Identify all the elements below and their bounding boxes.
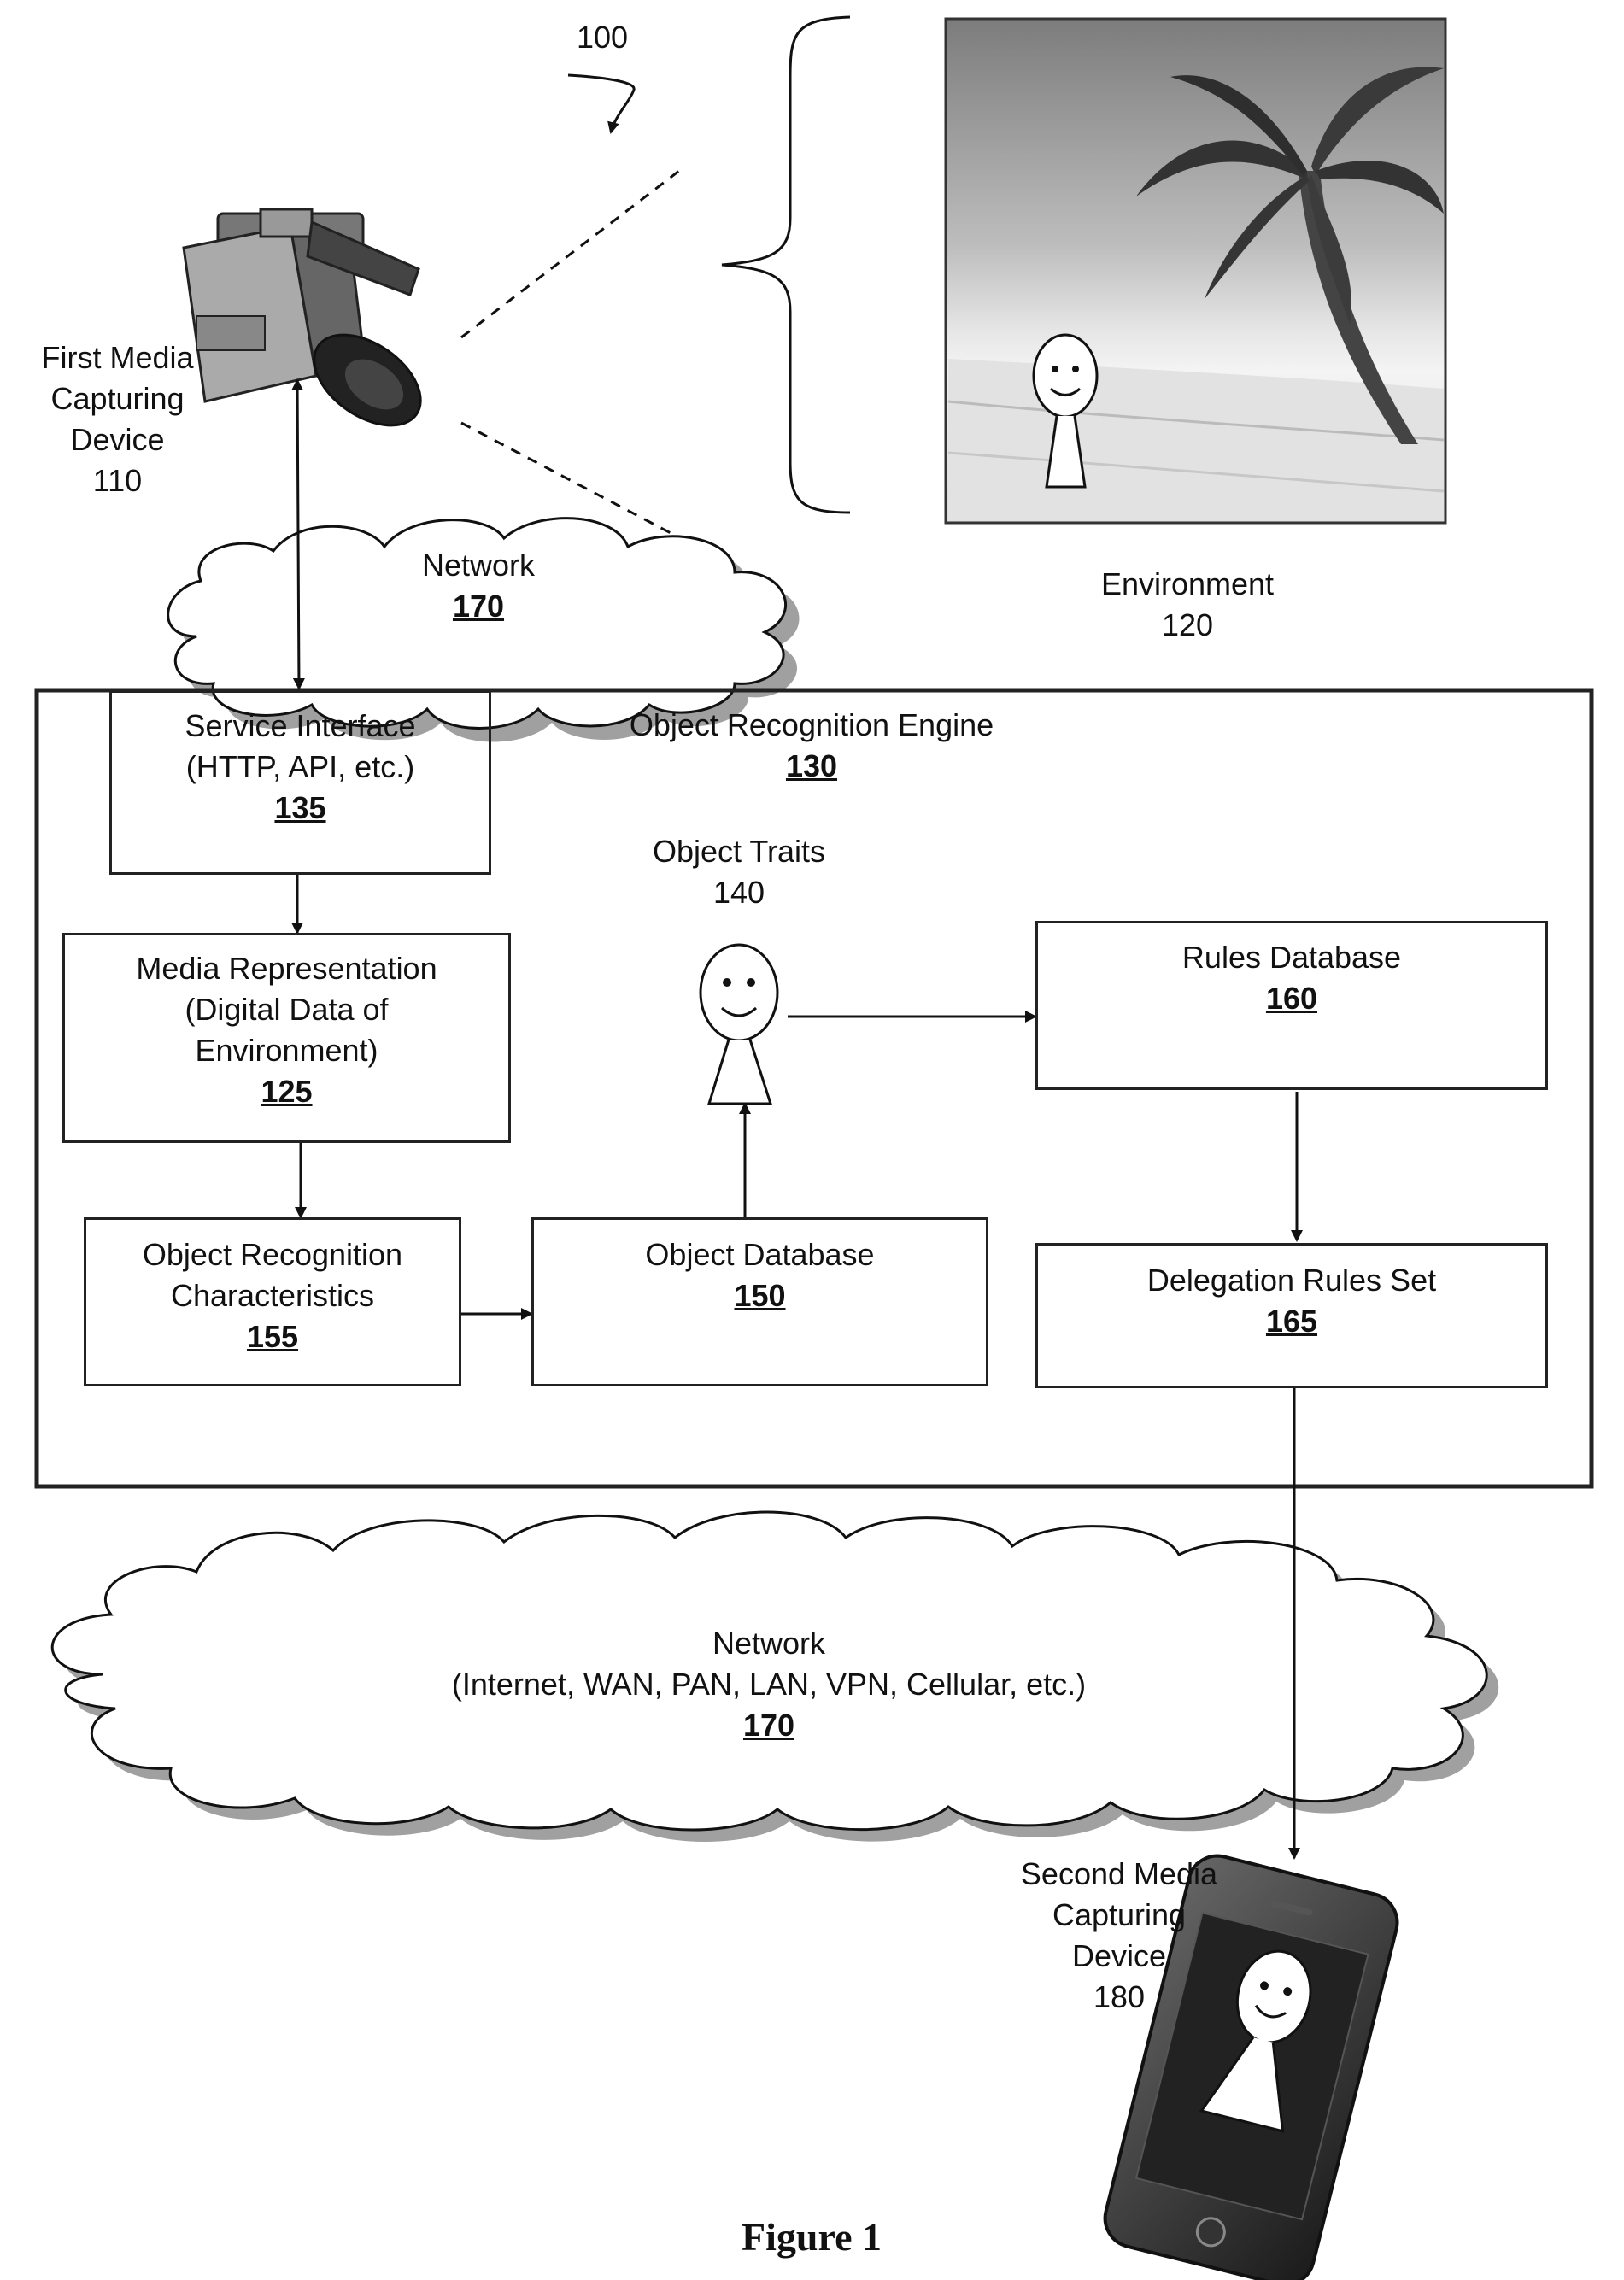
object-traits-title: Object Traits (598, 831, 880, 872)
media-representation-line2: (Digital Data of (62, 989, 511, 1030)
characteristics-line2: Characteristics (84, 1275, 461, 1316)
service-interface-label: Service Interface (HTTP, API, etc.) 135 (109, 706, 491, 829)
first-device-number: 110 (9, 460, 226, 501)
view-line-upper (461, 171, 679, 337)
service-interface-number: 135 (109, 788, 491, 829)
characteristics-line1: Object Recognition (84, 1234, 461, 1275)
object-traits-number: 140 (598, 872, 880, 913)
characteristics-label: Object Recognition Characteristics 155 (84, 1234, 461, 1357)
media-representation-line1: Media Representation (62, 948, 511, 989)
figure-reference-number: 100 (560, 17, 645, 58)
first-device-label-line3: Device (9, 419, 226, 460)
characteristics-number: 155 (84, 1316, 461, 1357)
media-representation-line3: Environment) (62, 1030, 511, 1071)
network-bottom-title: Network (342, 1623, 1196, 1664)
engine-label: Object Recognition Engine 130 (555, 705, 1068, 787)
first-device-label-line2: Capturing (9, 378, 226, 419)
second-device-label-line1: Second Media (991, 1854, 1247, 1895)
engine-title: Object Recognition Engine (555, 705, 1068, 746)
environment-brace (722, 17, 850, 513)
figure-caption: Figure 1 (641, 2214, 982, 2259)
environment-label: Environment 120 (1051, 564, 1324, 646)
rules-database-number: 160 (1035, 978, 1548, 1019)
environment-title: Environment (1051, 564, 1324, 605)
second-device-label: Second Media Capturing Device 180 (991, 1854, 1247, 2018)
delegation-rules-label: Delegation Rules Set 165 (1035, 1260, 1548, 1342)
environment-number: 120 (1051, 605, 1324, 646)
network-bottom-label: Network (Internet, WAN, PAN, LAN, VPN, C… (342, 1623, 1196, 1746)
camera-interface-link (297, 380, 299, 689)
reference-arrow (568, 75, 634, 132)
media-representation-number: 125 (62, 1071, 511, 1112)
object-database-title: Object Database (531, 1234, 988, 1275)
network-bottom-examples: (Internet, WAN, PAN, LAN, VPN, Cellular,… (342, 1664, 1196, 1705)
service-interface-line1: Service Interface (109, 706, 491, 747)
object-database-number: 150 (531, 1275, 988, 1316)
object-database-label: Object Database 150 (531, 1234, 988, 1316)
network-bottom-number: 170 (342, 1705, 1196, 1746)
second-device-number: 180 (991, 1977, 1247, 2018)
rules-database-title: Rules Database (1035, 937, 1548, 978)
stick-figure-icon (701, 945, 777, 1104)
delegation-rules-number: 165 (1035, 1301, 1548, 1342)
delegation-rules-title: Delegation Rules Set (1035, 1260, 1548, 1301)
object-traits-label: Object Traits 140 (598, 831, 880, 913)
media-representation-label: Media Representation (Digital Data of En… (62, 948, 511, 1112)
service-interface-line2: (HTTP, API, etc.) (109, 747, 491, 788)
second-device-label-line3: Device (991, 1936, 1247, 1977)
engine-number: 130 (555, 746, 1068, 787)
first-device-label: First Media Capturing Device 110 (9, 337, 226, 501)
second-device-label-line2: Capturing (991, 1895, 1247, 1936)
network-top-label: Network 170 (342, 545, 615, 627)
first-device-label-line1: First Media (9, 337, 226, 378)
rules-database-label: Rules Database 160 (1035, 937, 1548, 1019)
network-top-number: 170 (342, 586, 615, 627)
beach-photo-icon (946, 19, 1445, 523)
network-top-title: Network (342, 545, 615, 586)
